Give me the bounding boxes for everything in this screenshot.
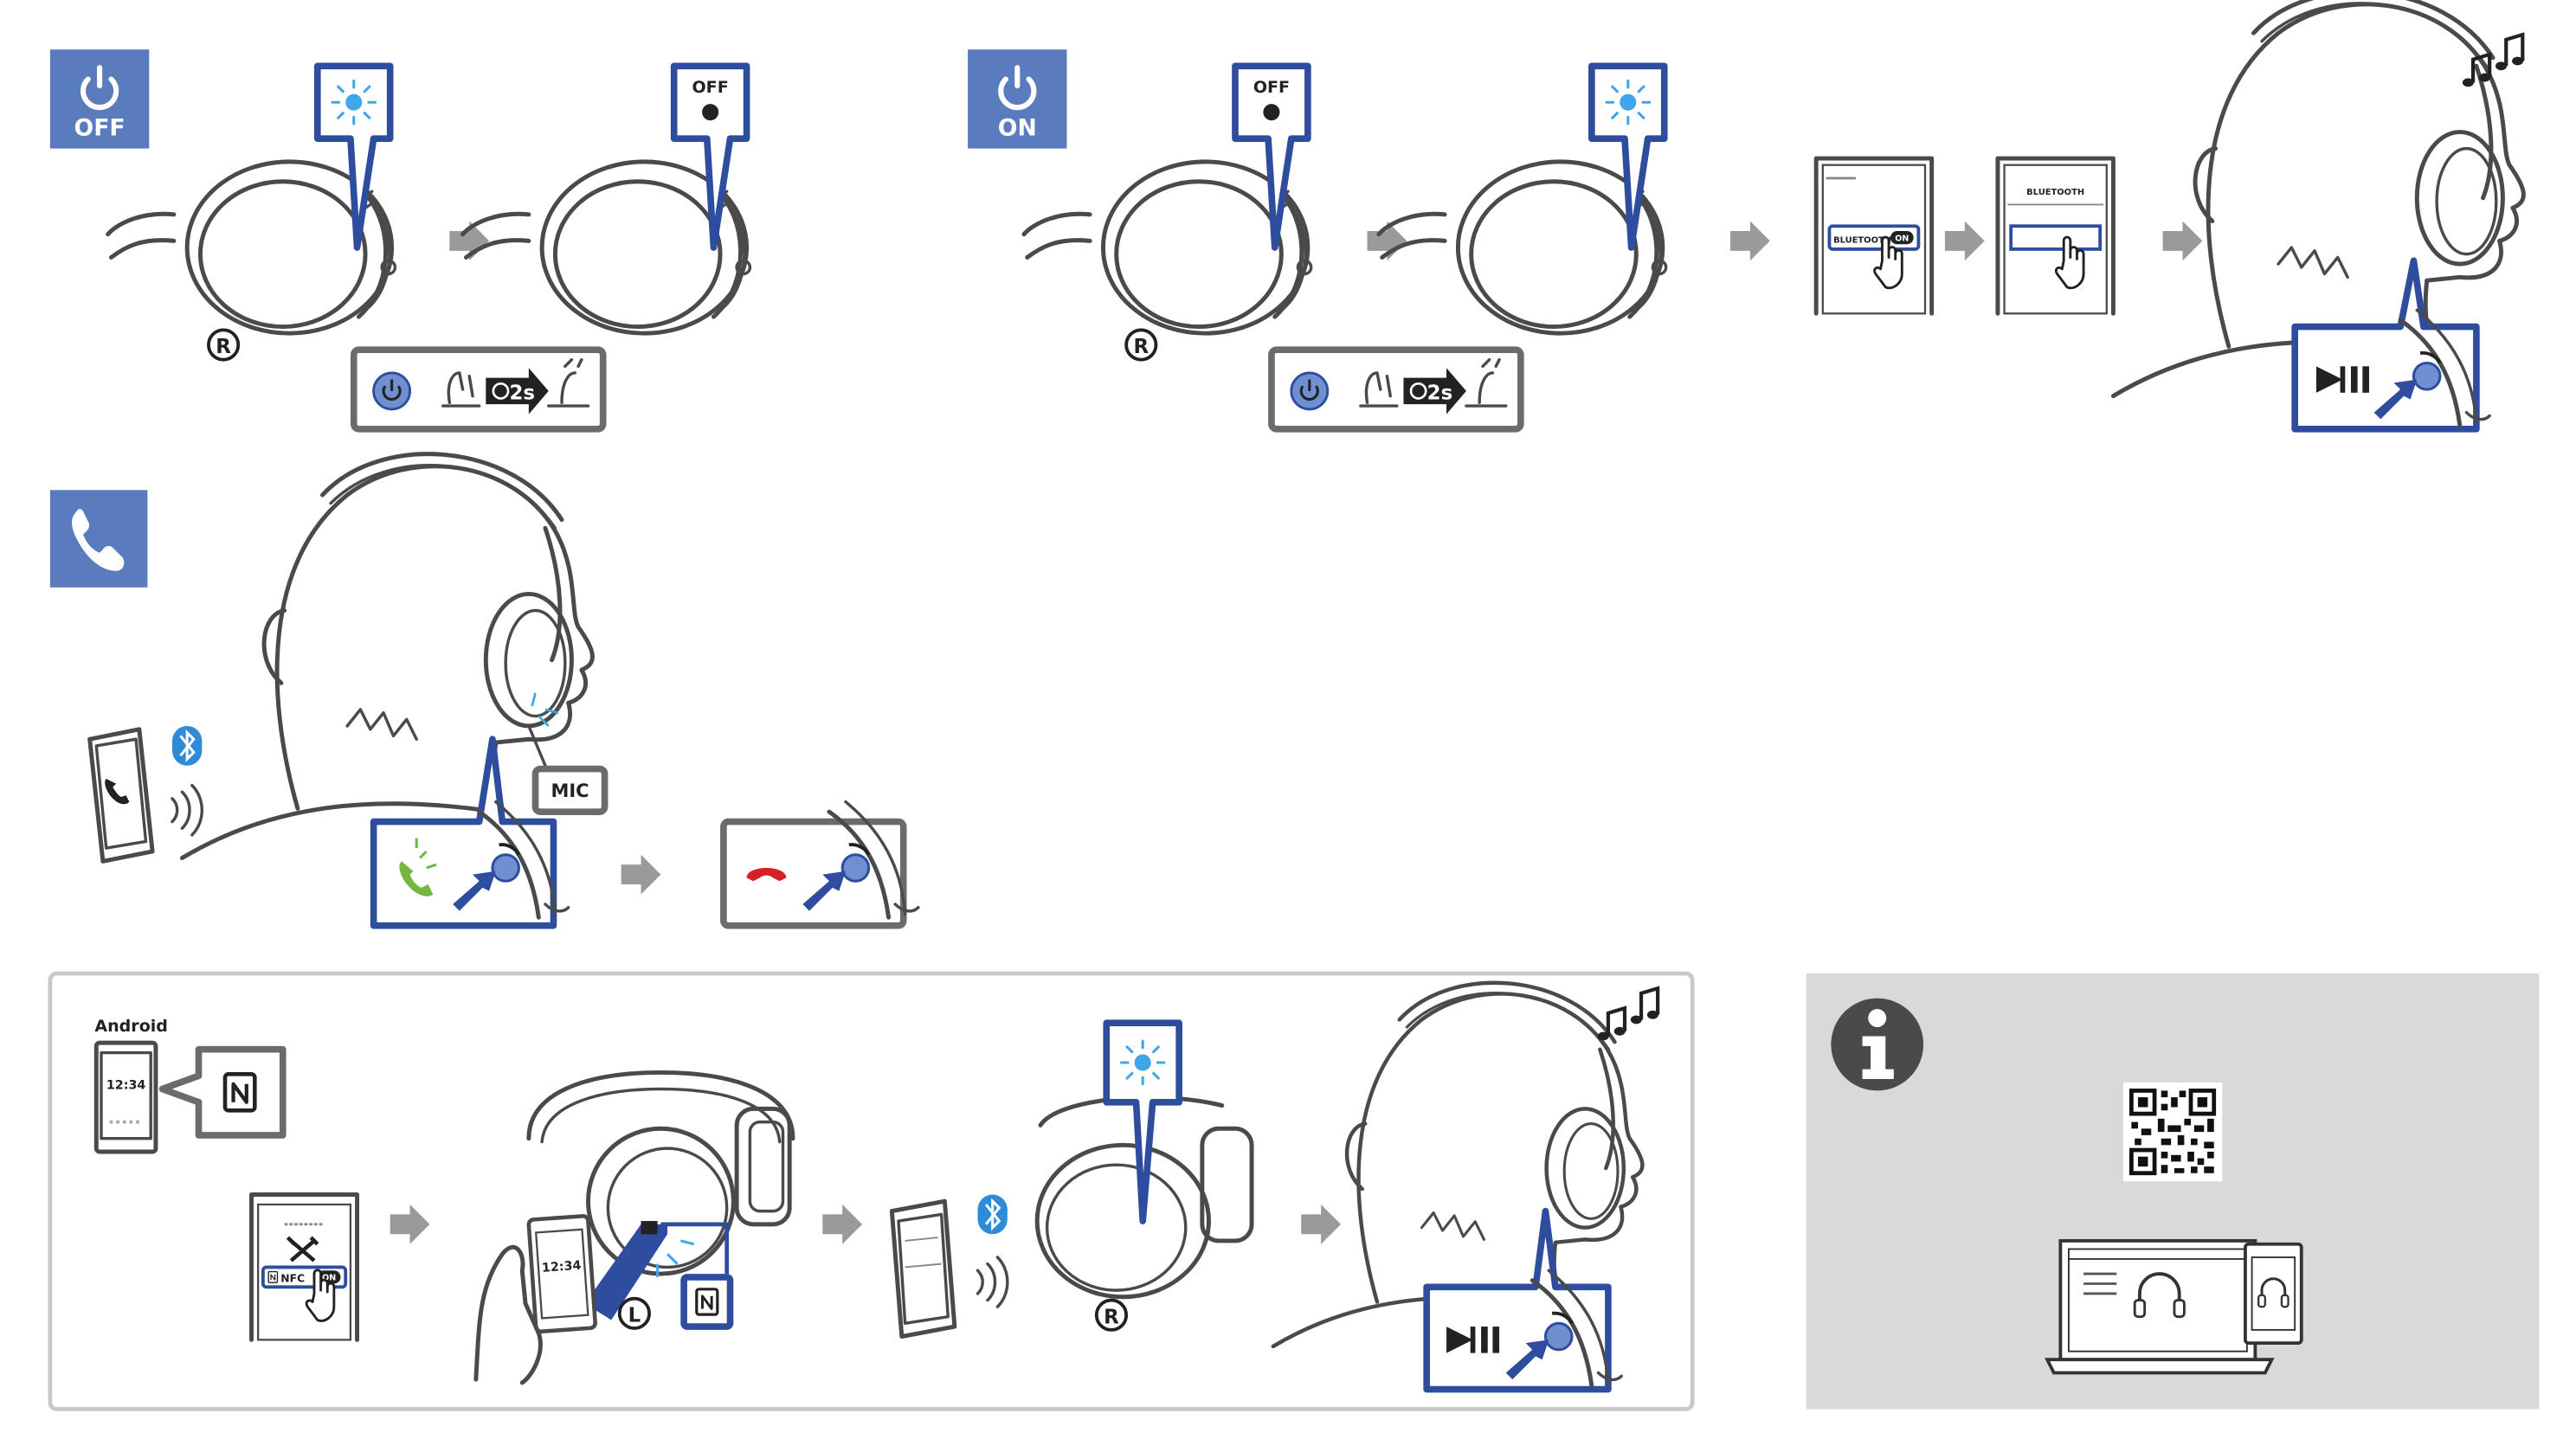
step-arrow bbox=[1730, 221, 1770, 261]
power-off-badge-label: OFF bbox=[74, 114, 126, 141]
release-finger-icon bbox=[547, 357, 590, 408]
led-blinking-icon bbox=[1119, 1039, 1166, 1086]
led-callout-blinking bbox=[313, 62, 394, 251]
mic-label-box bbox=[531, 765, 609, 815]
call-section: MIC bbox=[49, 454, 918, 929]
signal-waves-icon bbox=[171, 797, 179, 824]
phone-clock: 12:34 bbox=[106, 1079, 146, 1093]
nfc-setting-label: NFC bbox=[280, 1272, 305, 1285]
info-panel bbox=[1806, 973, 2540, 1410]
headphone-earcup-after bbox=[1379, 162, 1666, 333]
nfc-panel bbox=[48, 971, 1695, 1411]
press-finger-icon bbox=[1359, 371, 1399, 408]
bluetooth-toggle[interactable] bbox=[1890, 230, 1914, 245]
paired-phone bbox=[889, 1194, 1009, 1340]
phone-call-icon bbox=[72, 509, 125, 571]
headphones-led-blinking: R bbox=[1034, 1019, 1254, 1332]
play-pause-callout bbox=[2291, 257, 2489, 433]
bluetooth-toggle-label: ON bbox=[1895, 234, 1909, 243]
signal-waves-icon bbox=[976, 1269, 984, 1295]
left-side-marker bbox=[617, 1296, 651, 1330]
power-off-section: OFF R OFF 2s bbox=[49, 49, 750, 433]
android-label: Android bbox=[94, 1017, 168, 1036]
touch-phone-to-headphones: 12:34 L bbox=[473, 1070, 795, 1385]
led-callout-off: OFF bbox=[670, 62, 750, 251]
step-arrow bbox=[1944, 221, 1985, 261]
press-finger-icon bbox=[441, 371, 481, 408]
right-side-marker bbox=[1124, 328, 1158, 362]
tools-icon bbox=[286, 1236, 319, 1262]
laptop-icon bbox=[2045, 1239, 2275, 1375]
phone-nfc-settings: NFC ON bbox=[249, 1192, 360, 1342]
led-off-icon bbox=[1263, 104, 1280, 121]
device-list-item[interactable] bbox=[2009, 224, 2103, 251]
led-off-label: OFF bbox=[1253, 78, 1290, 97]
hold-button-instruction: 2s bbox=[1268, 346, 1524, 433]
hold-button-instruction: 2s bbox=[350, 346, 607, 433]
hangup-icon bbox=[746, 867, 787, 882]
bluetooth-list-title: BLUETOOTH bbox=[2026, 188, 2084, 197]
power-button-icon bbox=[1290, 371, 1330, 411]
right-side-label: R bbox=[1133, 336, 1149, 358]
nfc-section: Android 12:34 NFC ON bbox=[48, 971, 1695, 1411]
call-badge bbox=[49, 490, 148, 588]
android-phone: 12:34 bbox=[93, 1040, 158, 1154]
nfc-toggle-label: ON bbox=[322, 1274, 336, 1283]
hold-arrow bbox=[486, 368, 549, 414]
answer-call-callout bbox=[370, 736, 569, 929]
phone-clock: 12:34 bbox=[541, 1259, 582, 1275]
mic-pointer: MIC bbox=[527, 692, 609, 815]
right-side-label: R bbox=[1104, 1306, 1119, 1328]
answer-call-icon bbox=[399, 861, 434, 896]
nfc-badge bbox=[158, 1045, 287, 1139]
power-button-icon bbox=[372, 371, 412, 411]
led-off-label: OFF bbox=[692, 78, 729, 97]
led-blinking-icon bbox=[331, 79, 377, 125]
bluetooth-setting-label: BLUETOOTH bbox=[1833, 235, 1891, 245]
phone-bluetooth-settings: BLUETOOTH ON bbox=[1813, 156, 1935, 316]
phone-app-icon bbox=[2244, 1242, 2303, 1346]
hold-time-label: 2s bbox=[1427, 382, 1453, 404]
hold-time-label: 2s bbox=[509, 382, 535, 404]
bluetooth-signal bbox=[171, 726, 203, 837]
end-call-callout bbox=[720, 802, 918, 929]
caller-head bbox=[182, 454, 592, 858]
led-callout-off: OFF bbox=[1232, 62, 1311, 251]
release-finger-icon bbox=[1465, 357, 1508, 408]
qr-code-icon[interactable] bbox=[2122, 1082, 2223, 1182]
step-arrow bbox=[2162, 221, 2203, 261]
phone-device-list: BLUETOOTH bbox=[1995, 156, 2116, 316]
phone-call-icon bbox=[105, 779, 130, 805]
led-off-icon bbox=[702, 104, 719, 121]
right-side-marker bbox=[1094, 1298, 1129, 1332]
step-arrow bbox=[621, 854, 661, 895]
power-on-section: ON OFF R 2s bbox=[968, 0, 2523, 433]
right-side-marker bbox=[207, 328, 241, 362]
incoming-call-phone bbox=[87, 727, 155, 864]
right-side-label: R bbox=[216, 336, 231, 358]
mic-label: MIC bbox=[551, 781, 589, 801]
led-blinking-icon bbox=[1605, 79, 1652, 125]
led-callout-blinking bbox=[1588, 62, 1668, 251]
power-on-badge-label: ON bbox=[998, 114, 1037, 141]
hold-arrow bbox=[1403, 368, 1466, 414]
left-side-label: L bbox=[628, 1304, 641, 1327]
play-pause-callout bbox=[1423, 1207, 1621, 1393]
